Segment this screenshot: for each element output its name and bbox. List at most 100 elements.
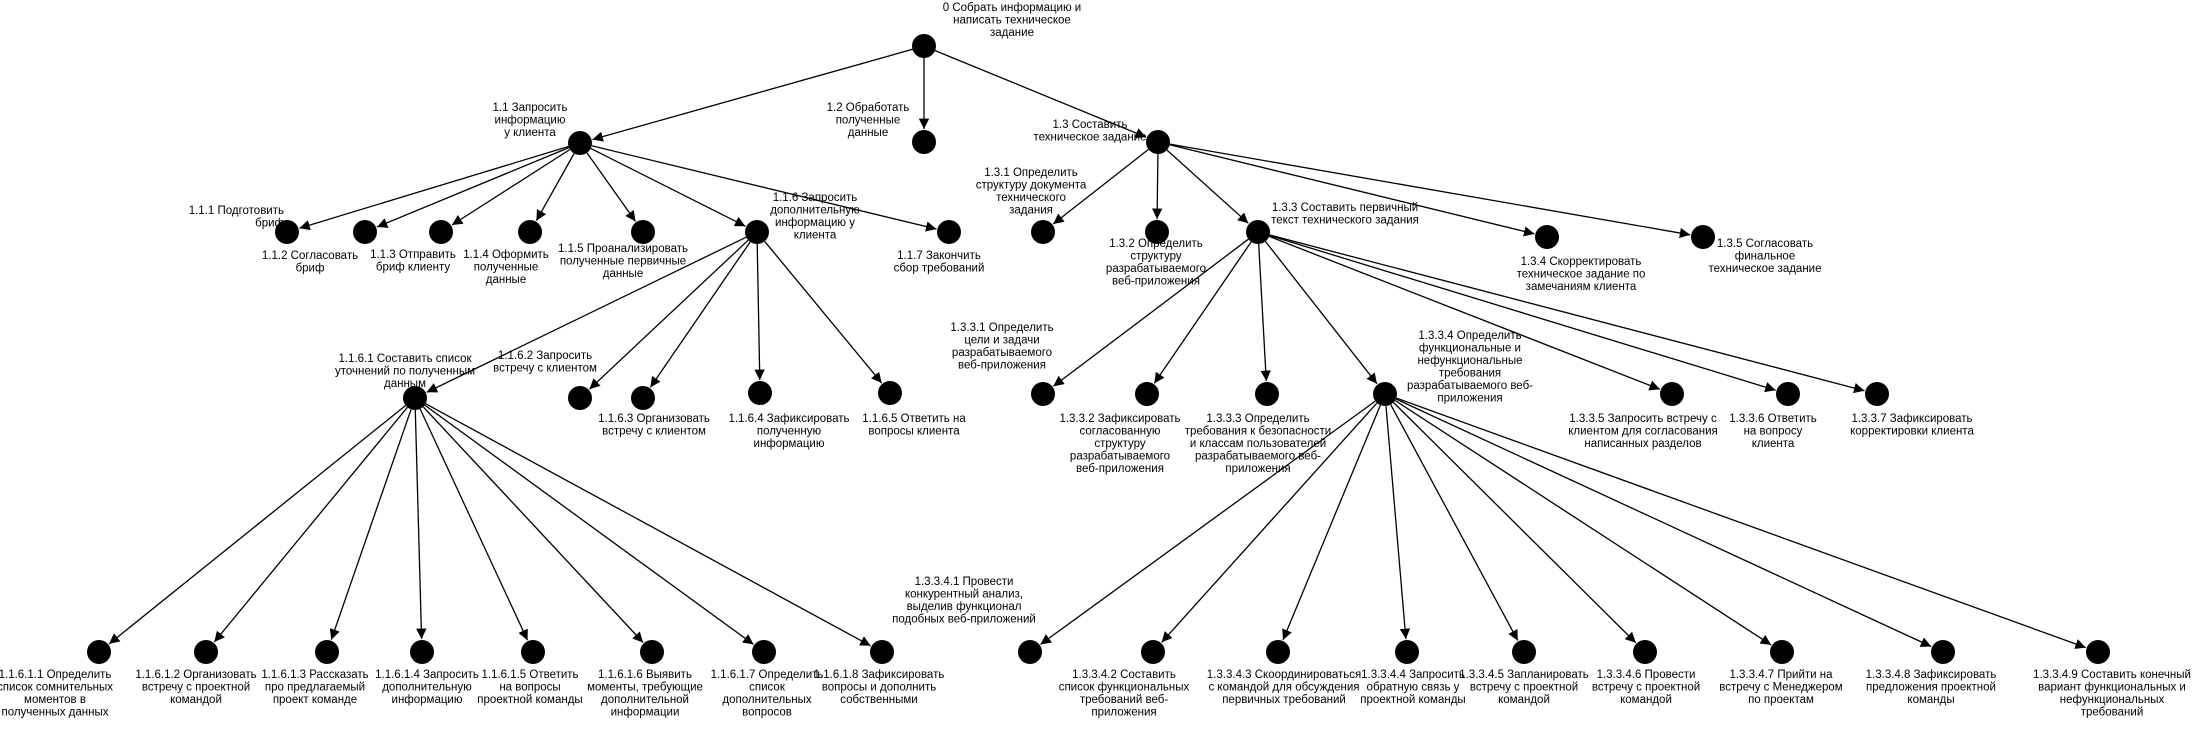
node-n3_3_4_5[interactable] bbox=[1512, 640, 1536, 664]
node-n1_6_4[interactable] bbox=[748, 381, 772, 405]
node-n1_6_1_4[interactable] bbox=[410, 640, 434, 664]
node-label-line: написанных разделов bbox=[1584, 438, 1701, 450]
node-n3_3_4_4[interactable] bbox=[1395, 640, 1419, 664]
node-n3_2[interactable] bbox=[1145, 220, 1169, 244]
node-n3_3_4[interactable] bbox=[1373, 382, 1397, 406]
node-label-line: требования к безопасности bbox=[1185, 426, 1331, 438]
node-label-line: 1.3.3.1 Определить bbox=[950, 322, 1053, 334]
node-n3_5[interactable] bbox=[1691, 225, 1715, 249]
node-n3_3_4_7[interactable] bbox=[1770, 640, 1794, 664]
node-label-line: полученные bbox=[836, 115, 901, 127]
node-n0[interactable] bbox=[912, 34, 936, 58]
node-n1_6_1_5[interactable] bbox=[521, 640, 545, 664]
node-label-line: бриф bbox=[255, 218, 284, 230]
node-n1_6_1_6[interactable] bbox=[640, 640, 664, 664]
edge-n3-to-n3_5 bbox=[1169, 143, 1691, 239]
node-n3_4[interactable] bbox=[1535, 225, 1559, 249]
node-n1_6_1_2[interactable] bbox=[194, 640, 218, 664]
node-n1_6_1_1[interactable] bbox=[87, 640, 111, 664]
node-n1_6_1_8[interactable] bbox=[870, 640, 894, 664]
edge-n3_3_4-to-n3_3_4_3 bbox=[1282, 404, 1382, 641]
node-n3_3_6[interactable] bbox=[1776, 382, 1800, 406]
node-n3_3[interactable] bbox=[1246, 220, 1270, 244]
node-label-line: вопросов bbox=[742, 707, 792, 719]
node-label-line: дополнительную bbox=[770, 205, 860, 217]
node-label-line: данные bbox=[486, 274, 526, 286]
node-n1_3[interactable] bbox=[429, 220, 453, 244]
node-n3_3_5[interactable] bbox=[1660, 382, 1684, 406]
edge-n1_6_1-to-n1_6_1_2 bbox=[213, 406, 408, 643]
node-n1_6[interactable] bbox=[745, 220, 769, 244]
node-n3_3_4_9[interactable] bbox=[2086, 640, 2110, 664]
edge-n3_3-to-n3_3_2 bbox=[1153, 241, 1252, 384]
node-n3_3_3[interactable] bbox=[1255, 382, 1279, 406]
edge-n1_6_1-to-n1_6_1_1 bbox=[108, 404, 407, 645]
node-n1_6_2[interactable] bbox=[568, 386, 592, 410]
edge-n1_6-to-n1_6_3 bbox=[649, 241, 751, 388]
node-label-line: на вопросу bbox=[1744, 426, 1803, 438]
node-label-line: согласованную bbox=[1079, 426, 1160, 438]
edge-n1-to-n1_1 bbox=[299, 145, 569, 231]
node-n1_6_1[interactable] bbox=[403, 386, 427, 410]
edge-n3-to-n3_3 bbox=[1166, 149, 1249, 224]
node-n3_3_4_3[interactable] bbox=[1266, 640, 1290, 664]
node-label-line: бриф bbox=[296, 263, 325, 275]
node-label-line: техническое задание bbox=[1708, 263, 1821, 275]
edge-n3_3-to-n3_3_4 bbox=[1264, 240, 1378, 385]
node-label-line: проектной команды bbox=[477, 694, 582, 706]
node-label-line: 1.3.3.4.8 Зафиксировать bbox=[1866, 669, 1997, 681]
node-label-line: 1.1.2 Согласовать bbox=[262, 250, 358, 262]
node-n3_3_4_1[interactable] bbox=[1018, 640, 1042, 664]
node-n1_6_5[interactable] bbox=[878, 381, 902, 405]
node-n3_3_7[interactable] bbox=[1865, 382, 1889, 406]
node-label-line: 1.3.3.4.5 Запланировать bbox=[1459, 669, 1589, 681]
node-n3_3_4_8[interactable] bbox=[1931, 640, 1955, 664]
node-n3_1[interactable] bbox=[1031, 220, 1055, 244]
node-n3_3_1[interactable] bbox=[1031, 382, 1055, 406]
node-label-line: конкурентный анализ, bbox=[905, 589, 1023, 601]
node-label-line: техническое задание по bbox=[1517, 269, 1646, 281]
node-label-line: с командой для обсуждения bbox=[1208, 682, 1359, 694]
node-label-line: веб-приложения bbox=[958, 360, 1046, 372]
node-n3_3_2[interactable] bbox=[1135, 382, 1159, 406]
node-label-line: требований bbox=[2081, 707, 2144, 719]
edge-n3_3-to-n3_3_3 bbox=[1258, 243, 1271, 382]
node-n1_6_1_3[interactable] bbox=[315, 640, 339, 664]
node-n1[interactable] bbox=[568, 131, 592, 155]
node-label-line: техническое задание bbox=[1033, 132, 1146, 144]
node-label-line: 1.1.6.1.8 Зафиксировать bbox=[814, 669, 945, 681]
node-n1_2[interactable] bbox=[353, 220, 377, 244]
node-label-line: разрабатываемого веб- bbox=[1195, 451, 1321, 463]
node-n2[interactable] bbox=[912, 130, 936, 154]
node-n1_4[interactable] bbox=[518, 220, 542, 244]
node-n1_6_3[interactable] bbox=[631, 386, 655, 410]
node-n3_3_4_2[interactable] bbox=[1141, 640, 1165, 664]
node-label-line: 1.3.1 Определить bbox=[984, 167, 1078, 179]
edge-n1_6-to-n1_6_4 bbox=[754, 243, 765, 381]
edge-n1-to-n1_4 bbox=[535, 153, 575, 222]
node-label-line: 1.1.6.1.4 Запросить bbox=[375, 669, 479, 681]
node-n1_1[interactable] bbox=[275, 220, 299, 244]
node-n1_5[interactable] bbox=[631, 220, 655, 244]
node-label-line: веб-приложения bbox=[1076, 463, 1164, 475]
node-n3_3_4_6[interactable] bbox=[1633, 640, 1657, 664]
node-label-line: 1.1.6.1.3 Рассказать bbox=[261, 669, 368, 681]
node-n1_6_1_7[interactable] bbox=[752, 640, 776, 664]
node-label-line: приложения bbox=[1225, 463, 1290, 475]
node-label-line: полученные первичные bbox=[560, 256, 686, 268]
node-n3[interactable] bbox=[1146, 130, 1170, 154]
node-n1_7[interactable] bbox=[937, 220, 961, 244]
